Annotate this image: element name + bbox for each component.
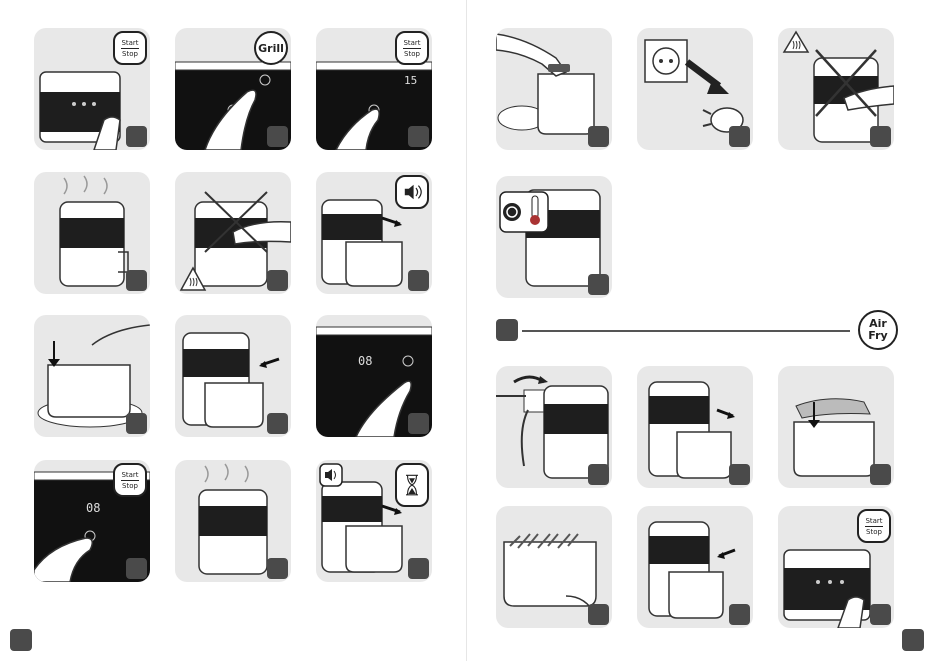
step-marker [126, 558, 147, 579]
panel-press-release [34, 315, 150, 437]
panel-press-grill: Grill [175, 28, 291, 150]
panel-insert-basket [175, 315, 291, 437]
panel-cooking-steam [175, 460, 291, 582]
step-marker [588, 604, 609, 625]
hourglass-icon [395, 463, 429, 507]
panel-add-food [496, 506, 612, 628]
section-marker [496, 319, 518, 341]
step-marker [126, 413, 147, 434]
sound-icon [320, 464, 342, 486]
step-marker [408, 270, 429, 291]
step-marker [267, 270, 288, 291]
step-marker [267, 558, 288, 579]
panel-do-not-touch-hot [778, 28, 894, 150]
step-marker [408, 413, 429, 434]
step-marker [729, 126, 750, 147]
panel-remove-basket [637, 366, 753, 488]
step-marker [588, 126, 609, 147]
step-marker [729, 464, 750, 485]
step-marker [870, 604, 891, 625]
thermal-cutoff-icon [500, 192, 548, 232]
panel-press-display: 08 [316, 315, 432, 437]
panel-remove-basket-beep [316, 172, 432, 294]
socket-icon [645, 40, 687, 82]
panel-reinsert-basket [637, 506, 753, 628]
panel-insert-grate [778, 366, 894, 488]
step-marker [126, 126, 147, 147]
step-marker [267, 126, 288, 147]
step-marker [870, 126, 891, 147]
step-marker [126, 270, 147, 291]
panel-do-not-touch [175, 172, 291, 294]
panel-steam-heating [34, 172, 150, 294]
panel-shake-reminder [316, 460, 432, 582]
display-readout-temp: 08 [86, 501, 100, 515]
step-marker [588, 274, 609, 295]
step-marker [267, 413, 288, 434]
step-marker [408, 126, 429, 147]
step-marker [870, 464, 891, 485]
grill-icon: Grill [254, 31, 288, 65]
display-readout-timer: 15 [404, 74, 417, 87]
step-marker [408, 558, 429, 579]
sound-icon [395, 175, 429, 209]
hot-surface-icon [784, 32, 808, 52]
panel-serve-food [496, 28, 612, 150]
step-marker [588, 464, 609, 485]
page-number-marker [902, 629, 924, 651]
display-readout-temp: 08 [358, 354, 372, 368]
panel-thermal-cutoff [496, 176, 612, 298]
panel-unplug [637, 28, 753, 150]
page-number-marker [10, 629, 32, 651]
panel-plug-in [496, 366, 612, 488]
step-marker [729, 604, 750, 625]
section-divider [522, 330, 850, 332]
